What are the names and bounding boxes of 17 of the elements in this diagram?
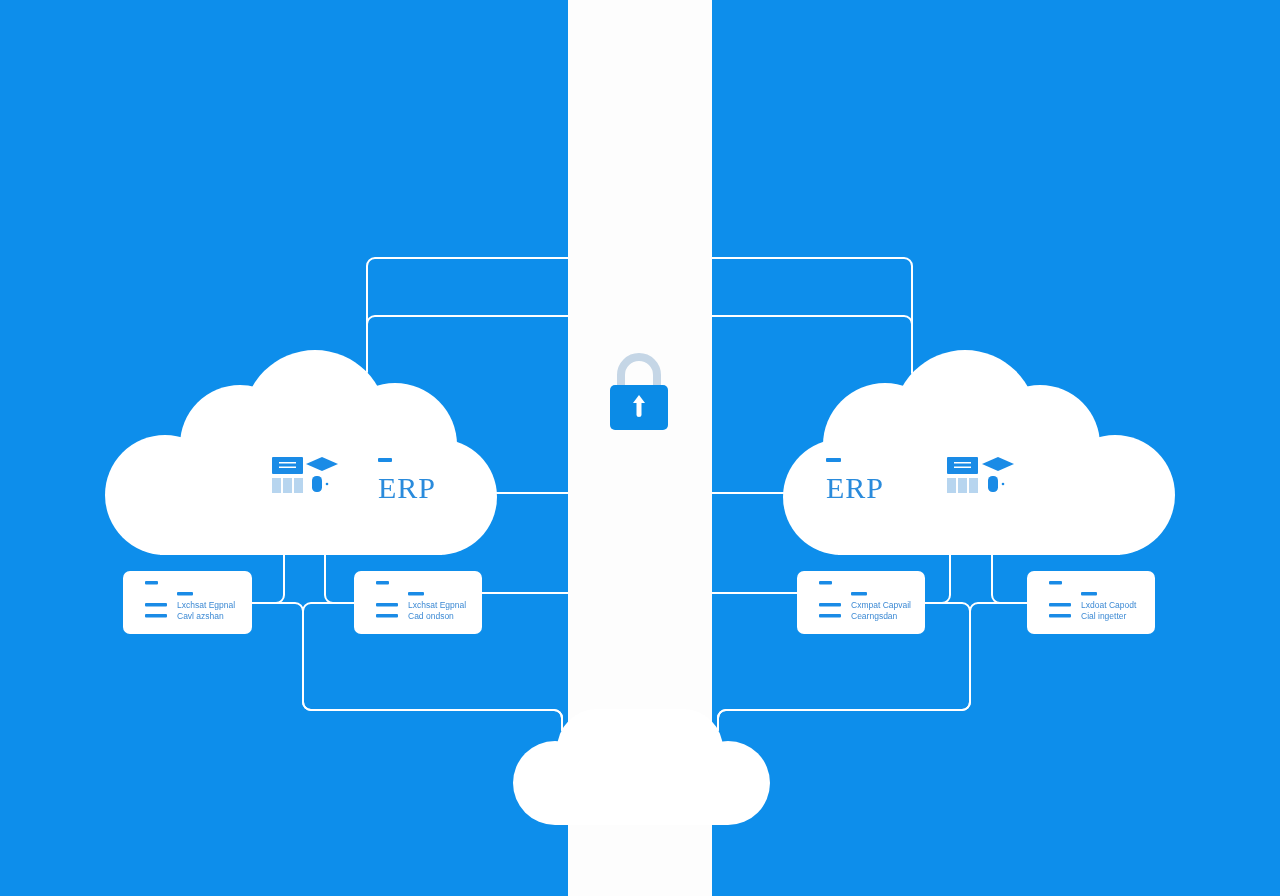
system-label: ERP	[826, 473, 885, 503]
info-card	[123, 571, 252, 634]
connector-line	[711, 592, 798, 594]
info-card	[797, 571, 925, 634]
description-text: Lxchsat Egpnal Cavl azshan	[177, 600, 237, 622]
description-text: Lxchsat Egpnal Cad ondson	[408, 600, 468, 622]
description-text: Cxmpat Capvail Cearngsdan	[851, 600, 912, 622]
connector-line	[481, 592, 569, 594]
connector-line	[495, 492, 569, 494]
info-card	[1027, 571, 1155, 634]
system-label: ERP	[378, 473, 437, 503]
connector-line	[366, 315, 569, 351]
connector-line	[302, 602, 563, 731]
connector-line	[711, 492, 785, 494]
info-card	[354, 571, 482, 634]
description-text: Lxdoat Capodt Cial ingetter	[1081, 600, 1138, 622]
connector-line	[711, 315, 913, 351]
